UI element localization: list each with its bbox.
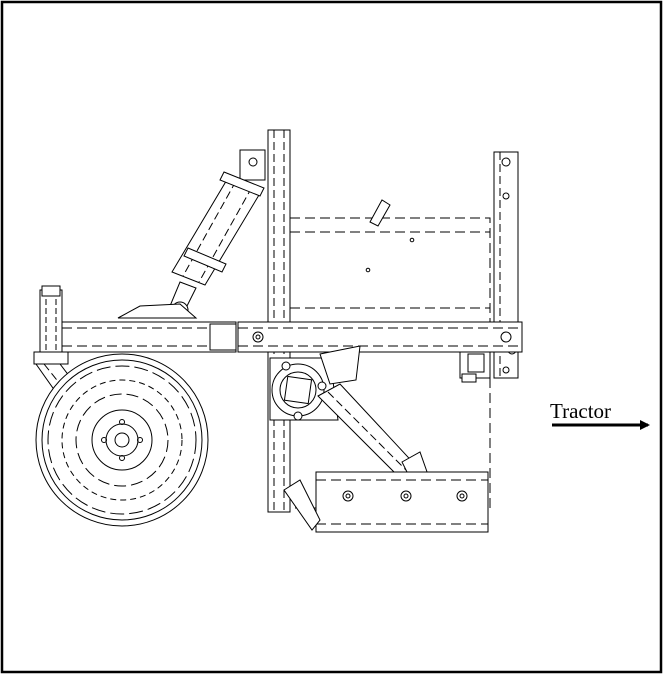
tractor-label: Tractor xyxy=(550,399,611,423)
gauge-wheel xyxy=(35,353,209,527)
gearbox xyxy=(269,345,361,421)
lift-pin xyxy=(369,199,391,227)
main-beam xyxy=(61,303,523,383)
cutter-bar xyxy=(283,471,489,533)
tractor-direction-indicator: Tractor xyxy=(550,399,650,430)
hydraulic-cylinder xyxy=(169,149,266,319)
